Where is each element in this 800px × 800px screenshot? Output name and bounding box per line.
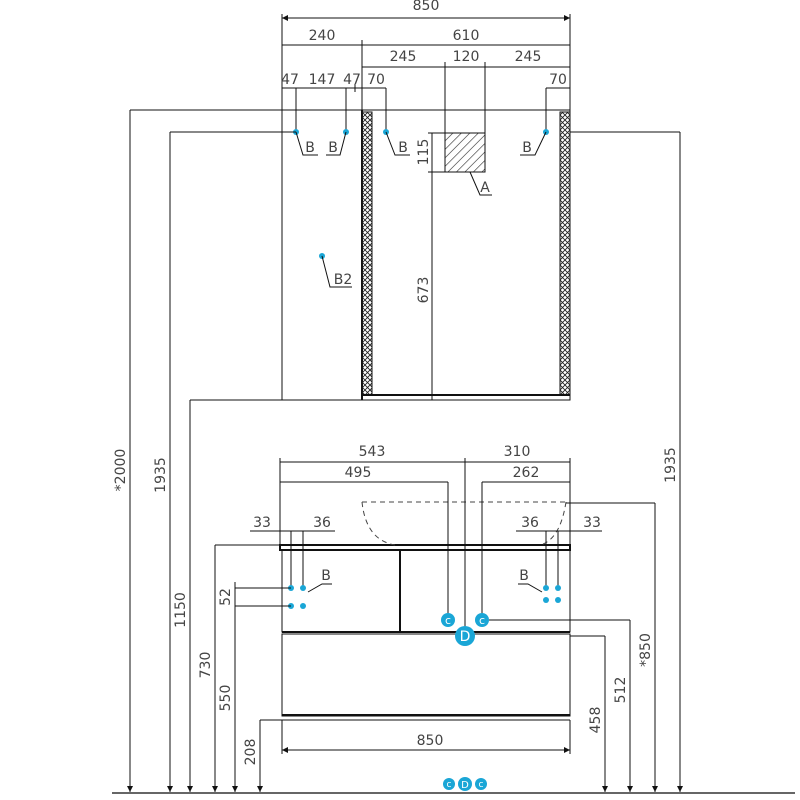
label-b: B [519, 568, 529, 584]
dim-512: 512 [613, 677, 629, 704]
label-c: c [447, 780, 452, 790]
label-d: D [460, 629, 471, 645]
dim-70-right: 70 [549, 72, 567, 88]
base-dimensions: 543 310 495 262 33 36 36 33 850 [250, 444, 602, 754]
vanity-cabinet [279, 501, 571, 721]
label-b: B [522, 140, 532, 156]
dim-52: 52 [218, 588, 234, 606]
label-b: B [305, 140, 315, 156]
dim-495: 495 [345, 465, 372, 481]
top-mounting-points: B B B B B2 [293, 129, 549, 288]
dim-850-top: 850 [413, 0, 440, 14]
dim-36-right: 36 [521, 515, 539, 531]
dim-850-height: *850 [638, 633, 654, 667]
dim-310: 310 [504, 444, 531, 460]
dim-36-left: 36 [313, 515, 331, 531]
left-height-dimensions: *2000 1935 1150 730 550 52 208 [113, 109, 296, 792]
dim-147: 147 [309, 72, 336, 88]
mirror-cabinet [281, 109, 571, 401]
label-c: c [479, 780, 484, 790]
dim-550: 550 [218, 685, 234, 712]
dim-240: 240 [309, 28, 336, 44]
label-b: B [321, 568, 331, 584]
dim-673: 673 [416, 277, 432, 304]
label-d: D [461, 780, 469, 791]
dim-120: 120 [453, 49, 480, 65]
label-c: c [479, 614, 485, 627]
dim-610: 610 [453, 28, 480, 44]
base-mounting-points: B B [288, 568, 561, 609]
connection-markers: c c D c D c [441, 613, 489, 791]
dim-115: 115 [416, 139, 432, 166]
dim-208: 208 [243, 739, 259, 766]
dim-33-left: 33 [253, 515, 271, 531]
dim-47-right: 47 [343, 72, 361, 88]
dim-47-left: 47 [281, 72, 299, 88]
label-b: B [328, 140, 338, 156]
dim-33-right: 33 [583, 515, 601, 531]
dim-70-left: 70 [367, 72, 385, 88]
dim-245-right: 245 [515, 49, 542, 65]
label-c: c [445, 614, 451, 627]
dim-458: 458 [588, 707, 604, 734]
cutout-a [444, 132, 486, 173]
dim-262: 262 [513, 465, 540, 481]
right-height-dimensions: 1935 *850 512 458 [489, 131, 683, 792]
dim-543: 543 [359, 444, 386, 460]
dim-1935-left: 1935 [153, 457, 169, 493]
basin-outline [361, 501, 567, 546]
dim-850-base: 850 [417, 733, 444, 749]
label-b2: B2 [334, 272, 353, 288]
dim-1935-right: 1935 [663, 447, 679, 483]
top-dimensions: 850 240 610 245 120 245 47 147 47 70 70 … [281, 0, 571, 400]
label-a: A [480, 180, 490, 196]
dim-245-left: 245 [390, 49, 417, 65]
dim-1150: 1150 [173, 592, 189, 628]
label-b: B [398, 140, 408, 156]
dim-2000: *2000 [113, 449, 129, 492]
dim-730: 730 [198, 652, 214, 679]
